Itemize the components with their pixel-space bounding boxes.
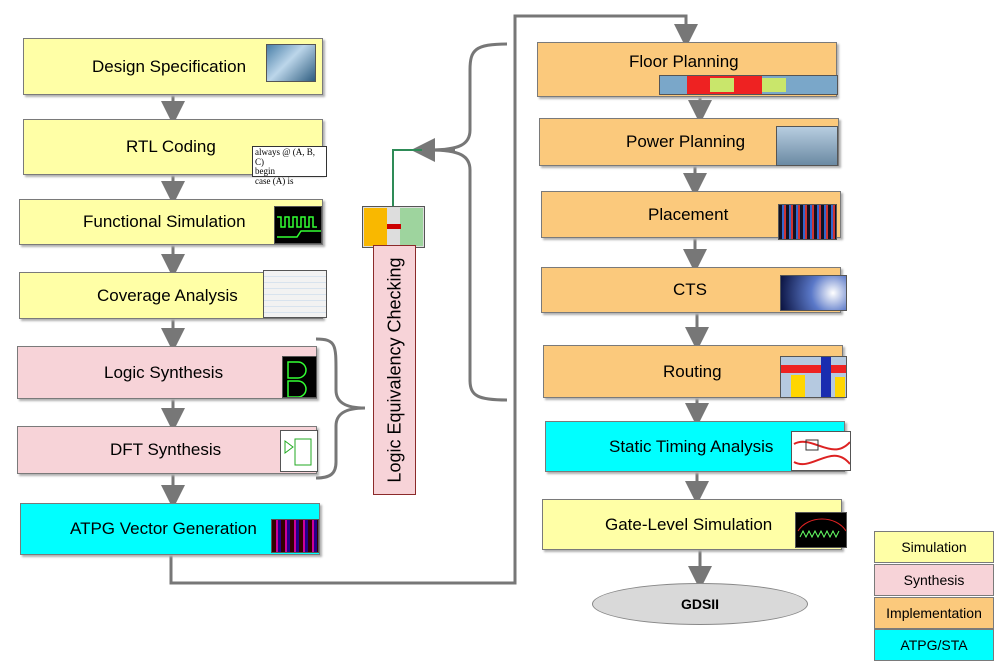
legend-atpg-sta: ATPG/STA (874, 629, 994, 661)
placement-label: Placement (648, 204, 729, 224)
scan-flop-icon (280, 430, 318, 472)
routing-box: Routing (543, 345, 847, 398)
coverage-box: Coverage Analysis (19, 270, 327, 319)
clock-tree-icon (780, 275, 847, 311)
legend-simulation: Simulation (874, 531, 994, 563)
link-atpg-floor (169, 14, 698, 585)
code-line: case (A) is (255, 175, 294, 186)
placement-box: Placement (541, 191, 841, 240)
brace-synthesis (315, 337, 366, 480)
routing-label: Routing (663, 361, 722, 381)
dft-syn-label: DFT Synthesis (110, 440, 222, 459)
floorplan-icon (659, 75, 838, 95)
brace-implementation (429, 42, 508, 402)
legend-label: Synthesis (903, 572, 965, 588)
design-spec-label: Design Specification (92, 56, 247, 76)
power-box: Power Planning (539, 118, 839, 166)
logic-syn-box: Logic Synthesis (17, 346, 317, 399)
legend-label: Implementation (886, 605, 982, 621)
timing-path-icon (791, 431, 851, 471)
placement-layout-icon (778, 204, 837, 240)
dft-syn-box: DFT Synthesis (17, 426, 318, 474)
atpg-box: ATPG Vector Generation (20, 503, 320, 555)
func-sim-box: Functional Simulation (19, 199, 323, 245)
lec-box: Logic Equivalency Checking (373, 245, 416, 495)
code-line: always @ (A, B, C) (255, 147, 316, 167)
lec-label: Logic Equivalency Checking (384, 257, 404, 483)
power-grid-icon (776, 126, 838, 166)
design-spec-box: Design Specification (23, 38, 323, 95)
coverage-report-icon (263, 270, 327, 318)
sta-label: Static Timing Analysis (609, 436, 774, 456)
power-label: Power Planning (626, 132, 746, 151)
legend-synthesis: Synthesis (874, 564, 994, 596)
code-line: begin (255, 166, 275, 176)
waveform-icon (274, 206, 322, 244)
sta-box: Static Timing Analysis (545, 421, 851, 472)
func-sim-label: Functional Simulation (83, 212, 246, 231)
routing-layout-icon (780, 356, 847, 398)
cts-box: CTS (541, 267, 847, 313)
chip-image-icon (266, 44, 316, 82)
floor-label: Floor Planning (629, 52, 739, 71)
lec-compare-icon (362, 206, 425, 248)
layout-pattern-icon (271, 519, 319, 553)
atpg-label: ATPG Vector Generation (70, 519, 257, 538)
rtl-code-snippet: always @ (A, B, C) begin case (A) is (252, 146, 327, 185)
gdsii-node: GDSII (592, 583, 808, 625)
gdsii-label: GDSII (680, 596, 720, 612)
coverage-label: Coverage Analysis (97, 285, 238, 305)
legend-label: ATPG/STA (900, 637, 968, 653)
floor-box: Floor Planning (537, 42, 838, 97)
gls-label: Gate-Level Simulation (605, 514, 773, 534)
cts-label: CTS (673, 280, 707, 299)
gate-waveform-icon (795, 512, 847, 548)
logic-gate-icon (282, 356, 317, 398)
logic-syn-label: Logic Synthesis (104, 362, 224, 382)
gls-box: Gate-Level Simulation (542, 499, 847, 550)
rtl-label: RTL Coding (126, 137, 216, 156)
legend-implementation: Implementation (874, 597, 994, 629)
lec-link (392, 149, 422, 206)
legend-label: Simulation (901, 539, 967, 555)
